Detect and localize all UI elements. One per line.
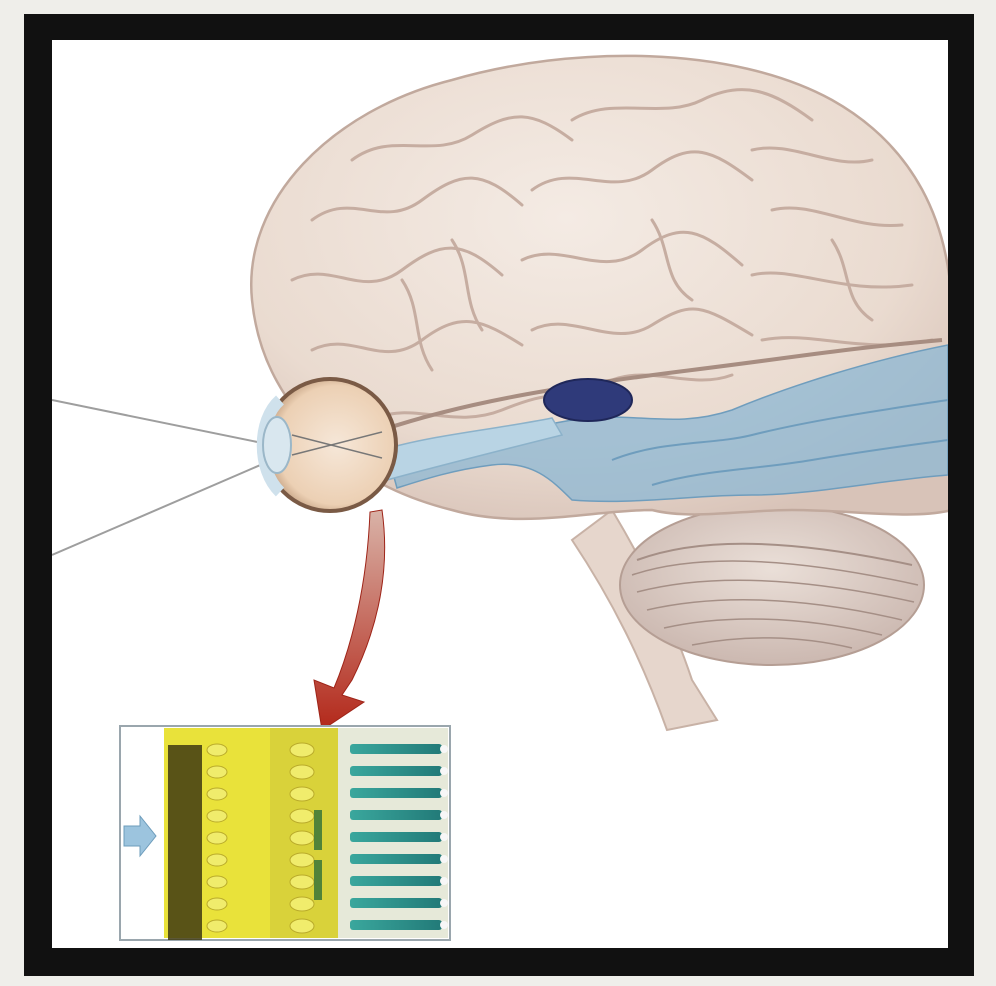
eyeball [263, 379, 396, 511]
brain-eye-illustration [52, 40, 948, 948]
lateral-geniculate-nucleus [544, 379, 632, 421]
pointer-arrow [314, 510, 385, 730]
illustration-canvas [52, 40, 948, 948]
cerebellum [620, 505, 924, 665]
retina-inset [120, 726, 450, 940]
